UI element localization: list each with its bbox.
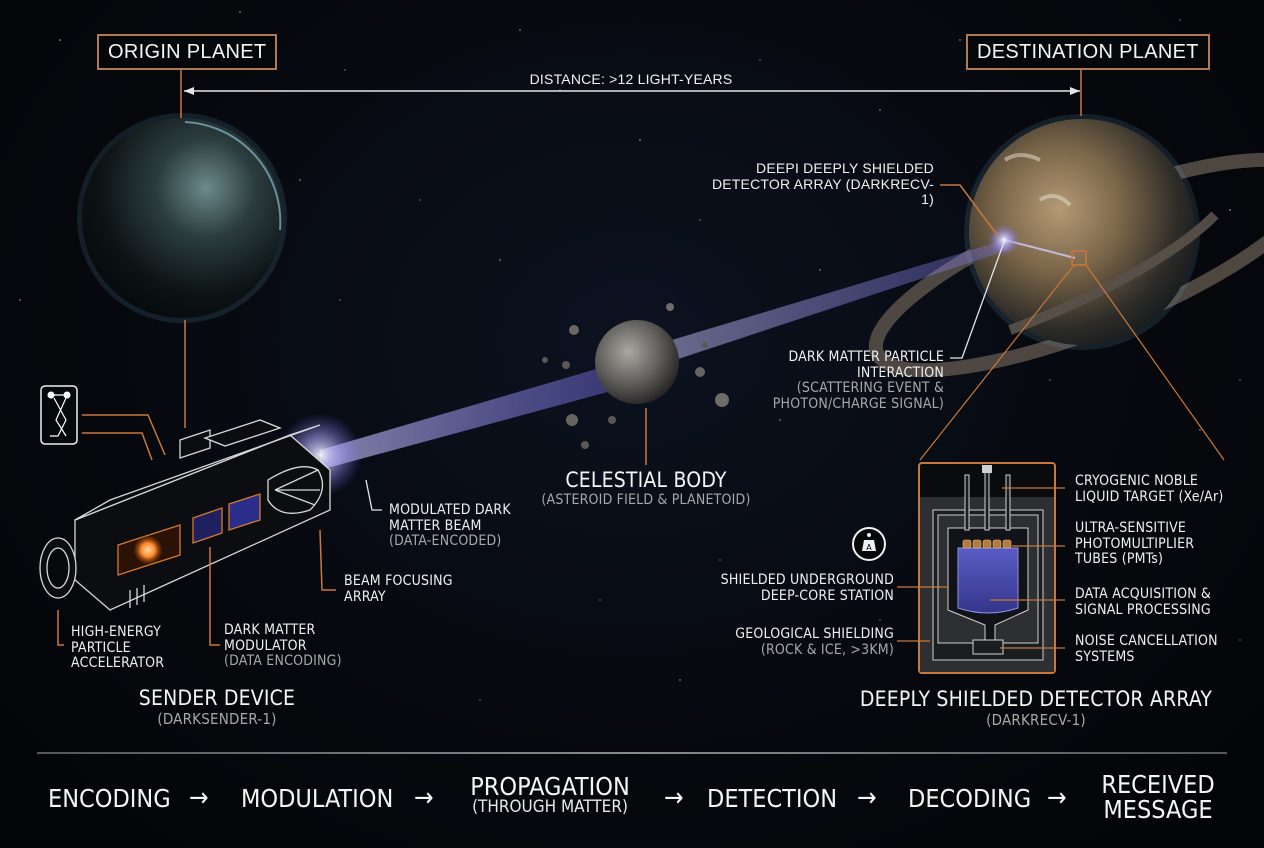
- particle-interaction-callout: DARK MATTER PARTICLE INTERACTION (SCATTE…: [720, 349, 944, 413]
- station-callout: SHIELDED UNDERGROUND DEEP-CORE STATION: [690, 572, 894, 604]
- network-node-icon: [40, 385, 78, 445]
- callout-subline: PHOTON/CHARGE SIGNAL): [772, 396, 944, 413]
- detector-array-callout: DEEPI DEEPLY SHIELDED DETECTOR ARRAY (DA…: [700, 160, 934, 208]
- geological-shielding-callout: GEOLOGICAL SHIELDING (ROCK & ICE, >3KM): [690, 626, 894, 658]
- beam-focusing-callout: BEAM FOCUSING ARRAY: [344, 573, 484, 605]
- callout-line: NOISE CANCELLATION: [1075, 633, 1218, 649]
- callout-line: SYSTEMS: [1075, 648, 1135, 665]
- callout-line: CRYOGENIC NOBLE: [1075, 473, 1199, 489]
- sender-device: [39, 419, 331, 611]
- callout-line: DATA ACQUISITION &: [1075, 586, 1212, 602]
- flow-arrow-icon: →: [664, 783, 684, 813]
- flow-arrow-icon: →: [1047, 783, 1067, 813]
- celestial-body-title: CELESTIAL BODY: [565, 468, 727, 492]
- noise-cancellation-callout: NOISE CANCELLATION SYSTEMS: [1075, 633, 1260, 665]
- svg-text:A: A: [866, 543, 872, 552]
- zoom-marker: [1071, 250, 1087, 266]
- callout-line: INTERACTION: [856, 364, 944, 381]
- callout-line: HIGH-ENERGY: [71, 624, 162, 640]
- flow-step-label: MESSAGE: [1103, 795, 1213, 824]
- sender-subtitle: (DARKSENDER-1): [157, 709, 277, 728]
- celestial-body: [542, 303, 729, 449]
- callout-line: PHOTOMULTIPLIER: [1075, 535, 1195, 552]
- callout-line: MODULATED DARK: [389, 502, 511, 518]
- sender-device-label: SENDER DEVICE (DARKSENDER-1): [100, 686, 334, 728]
- flow-arrow-icon: →: [857, 783, 877, 813]
- flow-step-label: RECEIVED: [1101, 770, 1215, 799]
- callout-line: SIGNAL PROCESSING: [1075, 601, 1211, 618]
- callout-line: DEEPI DEEPLY SHIELDED: [756, 160, 934, 176]
- detector-array-label: DEEPLY SHIELDED DETECTOR ARRAY (DARKRECV…: [838, 687, 1234, 729]
- origin-planet-label: ORIGIN PLANET: [97, 34, 278, 70]
- callout-line: LIQUID TARGET (Xe/Ar): [1075, 488, 1224, 505]
- callout-line: SHIELDED UNDERGROUND: [720, 572, 894, 588]
- flow-arrow-icon: →: [414, 783, 434, 813]
- callout-line: ARRAY: [344, 588, 386, 605]
- callout-line: MATTER BEAM: [389, 517, 482, 534]
- celestial-body-subtitle: (ASTEROID FIELD & PLANETOID): [541, 491, 751, 508]
- destination-planet: [868, 114, 1264, 378]
- flow-step-detection: DETECTION: [707, 784, 838, 813]
- flow-divider: [37, 752, 1227, 754]
- flow-step-propagation: PROPAGATION (THROUGH MATTER): [464, 774, 636, 816]
- callout-subline: (ROCK & ICE, >3KM): [760, 641, 894, 658]
- detector-cross-section: [918, 462, 1056, 674]
- flow-step-decoding: DECODING: [908, 784, 1032, 813]
- callout-line: TUBES (PMTs): [1075, 551, 1164, 568]
- celestial-body-label: CELESTIAL BODY (ASTEROID FIELD & PLANETO…: [516, 468, 776, 508]
- beam-callout: MODULATED DARK MATTER BEAM (DATA-ENCODED…: [389, 502, 549, 550]
- destination-planet-label: DESTINATION PLANET: [966, 34, 1210, 70]
- flow-step-received-message: RECEIVED MESSAGE: [1096, 772, 1220, 822]
- callout-line: ACCELERATOR: [71, 655, 165, 672]
- flow-arrow-icon: →: [189, 783, 209, 813]
- callout-line: DARK MATTER PARTICLE: [788, 349, 944, 365]
- callout-subline: (DATA ENCODING): [224, 653, 342, 670]
- flow-step-modulation: MODULATION: [241, 784, 394, 813]
- accelerator-core: [134, 536, 162, 564]
- cryogenic-target-callout: CRYOGENIC NOBLE LIQUID TARGET (Xe/Ar): [1075, 473, 1260, 505]
- callout-subline: (SCATTERING EVENT &: [796, 380, 944, 397]
- underground-station-icon: A: [852, 527, 886, 561]
- modulator-callout: DARK MATTER MODULATOR (DATA ENCODING): [224, 622, 374, 670]
- callout-line: MODULATOR: [224, 637, 307, 654]
- callout-line: DEEP-CORE STATION: [760, 587, 894, 604]
- flow-step-encoding: ENCODING: [48, 784, 171, 813]
- data-acquisition-callout: DATA ACQUISITION & SIGNAL PROCESSING: [1075, 586, 1260, 618]
- callout-line: BEAM FOCUSING: [344, 573, 453, 589]
- callout-line: DETECTOR ARRAY (DARKRECV-1): [711, 175, 934, 208]
- detector-title: DEEPLY SHIELDED DETECTOR ARRAY: [859, 687, 1213, 711]
- accelerator-callout: HIGH-ENERGY PARTICLE ACCELERATOR: [71, 624, 191, 672]
- sender-title: SENDER DEVICE: [138, 686, 296, 710]
- callout-line: DARK MATTER: [224, 622, 316, 638]
- callout-subline: (DATA-ENCODED): [389, 533, 502, 550]
- flow-step-sub: (THROUGH MATTER): [472, 797, 628, 817]
- callout-line: ULTRA-SENSITIVE: [1075, 520, 1187, 536]
- pmt-callout: ULTRA-SENSITIVE PHOTOMULTIPLIER TUBES (P…: [1075, 520, 1260, 568]
- callout-line: GEOLOGICAL SHIELDING: [735, 626, 894, 642]
- flow-step-label: PROPAGATION: [470, 772, 630, 801]
- callout-line: PARTICLE: [71, 639, 131, 656]
- origin-planet: [77, 113, 287, 323]
- detector-subtitle: (DARKRECV-1): [986, 710, 1086, 729]
- process-flow: ENCODING → MODULATION → PROPAGATION (THR…: [0, 770, 1264, 830]
- distance-label: DISTANCE: >12 LIGHT-YEARS: [529, 71, 733, 87]
